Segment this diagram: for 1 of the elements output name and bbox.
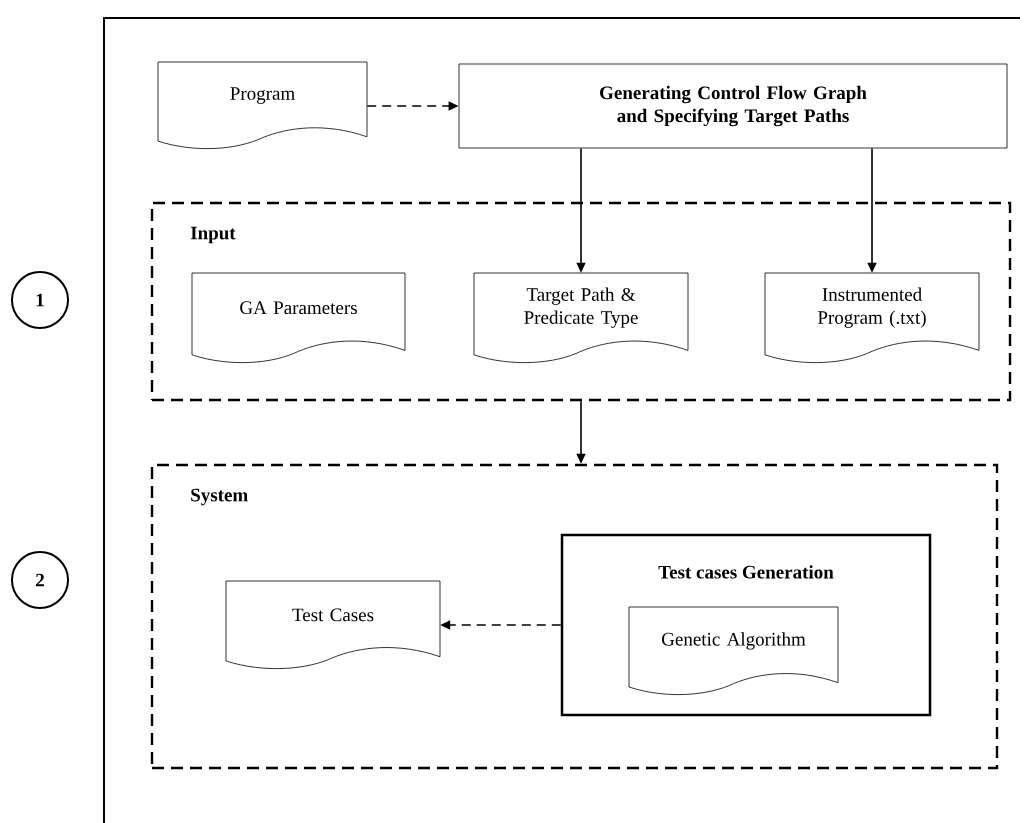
process-box: Generating Control Flow Graph and Specifying Target Paths (458, 63, 1008, 149)
